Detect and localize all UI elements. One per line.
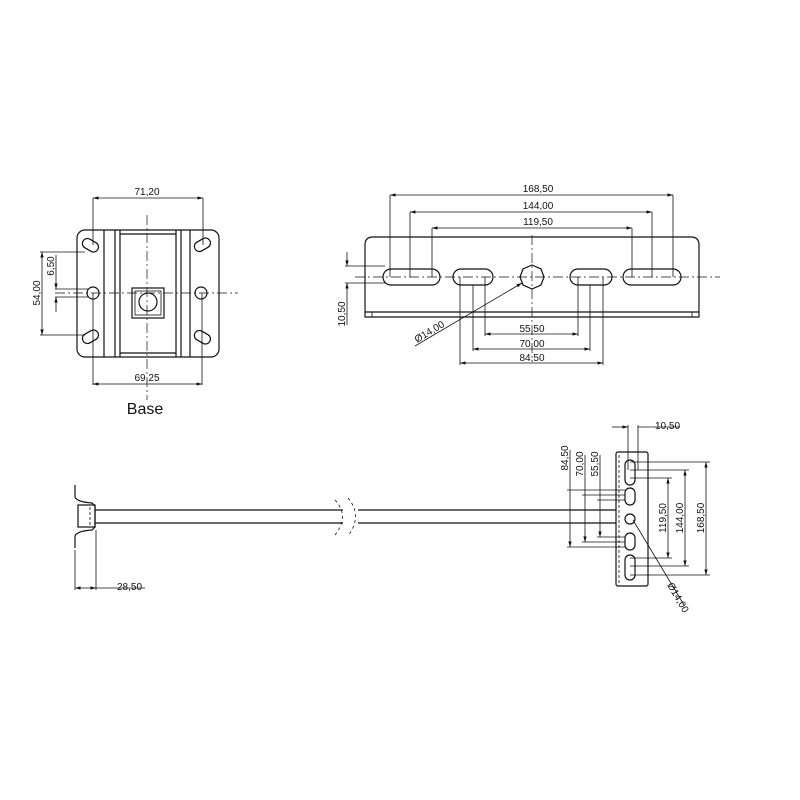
- dim-slot-inner: 55,50: [519, 324, 544, 335]
- dim-plate-thickness: 10,50: [655, 421, 680, 432]
- side-plate: [364, 236, 700, 318]
- dim-slot-outer: 84,50: [519, 353, 544, 364]
- dim-height: 10,50: [337, 301, 348, 326]
- dim-arm-hole-diameter: Ø14,00: [664, 581, 690, 615]
- arm-end-plate: [615, 451, 649, 587]
- base-plate: [76, 229, 220, 358]
- break-symbol: [334, 497, 356, 537]
- dim-slot-offset: 6,50: [46, 256, 57, 276]
- dim-inner: 119,50: [523, 217, 553, 228]
- dim-bottom-width: 69,25: [134, 373, 159, 384]
- dim-arm-slot-mid: 70,00: [575, 451, 586, 476]
- dim-slot-mid: 70,00: [519, 339, 544, 350]
- dim-middle: 144,00: [523, 201, 554, 212]
- dim-arm-v-inner: 119,50: [658, 503, 669, 533]
- dim-arm-slot-outer: 84,50: [560, 445, 571, 470]
- arm-bracket: [74, 485, 96, 548]
- arm-tube: [95, 509, 616, 524]
- dim-outer: 168,50: [523, 184, 554, 195]
- dim-arm-slot-inner: 55,50: [590, 451, 601, 476]
- dim-hole-diameter: Ø14,00: [413, 319, 447, 346]
- dim-arm-v-mid: 144,00: [675, 502, 686, 533]
- side-view: 168,50 144,00 119,50 55,50 70,00 84,50 1…: [337, 184, 720, 365]
- dim-bracket-depth: 28,50: [117, 582, 142, 593]
- dim-arm-v-outer: 168,50: [696, 502, 707, 533]
- base-channel: [103, 230, 191, 357]
- arm-view: 28,50 10,50 84,50 70,00 55,50 119,50 144…: [74, 421, 710, 615]
- base-center-square: [131, 287, 165, 319]
- base-view-title: Base: [127, 401, 164, 418]
- dim-top-width: 71,20: [134, 187, 159, 198]
- base-view: 71,20 69,25 54,00 6,50 Base: [32, 187, 238, 418]
- dim-hole-spacing: 54,00: [32, 280, 43, 305]
